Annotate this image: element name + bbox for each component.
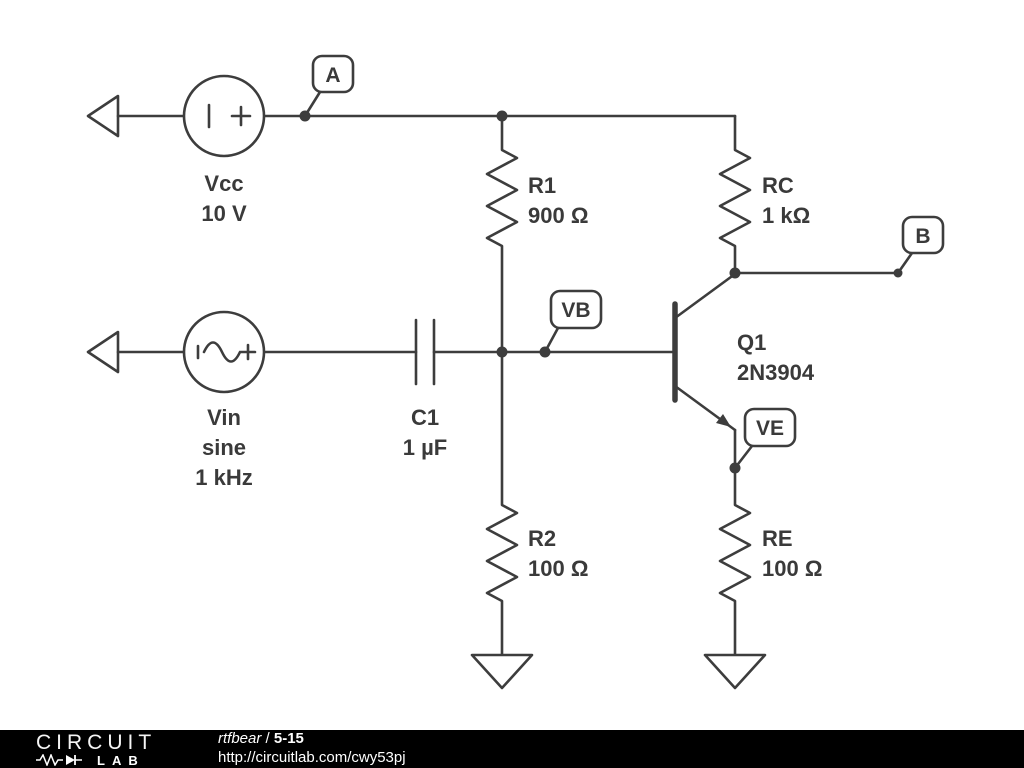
node-label-vb: VB: [549, 289, 603, 330]
input-port-icon: [86, 330, 120, 374]
logo-wire-diode-icon: [36, 754, 82, 766]
c1-name-label: C1: [411, 405, 439, 430]
schematic-canvas: A B VB VE Vcc 10 V Vin sine 1 kHz C1 1 µ…: [86, 54, 945, 690]
footer-separator: /: [261, 730, 274, 748]
vcc-source: [182, 74, 266, 158]
footer-url-link[interactable]: http://circuitlab.com/cwy53pj: [218, 749, 406, 766]
rc-name-label: RC: [762, 173, 794, 198]
q1-name-label: Q1: [737, 330, 766, 355]
footer-author-title: rtfbear / 5-15: [218, 730, 406, 749]
vin-source: [182, 310, 266, 394]
node-connector: [303, 90, 322, 118]
node-label-vb-text: VB: [561, 299, 590, 322]
vin-value-label: 1 kHz: [195, 465, 252, 490]
input-port-icon: [86, 94, 120, 138]
capacitor-c1: [414, 318, 436, 386]
footer-title: 5-15: [273, 730, 304, 748]
r2-value-label: 100 Ω: [528, 556, 588, 581]
junction-dot: [496, 346, 508, 358]
node-label-a: A: [311, 54, 355, 94]
node-label-ve: VE: [743, 407, 797, 448]
circuit-svg: A B VB VE Vcc 10 V Vin sine 1 kHz C1 1 µ…: [86, 54, 945, 690]
node-label-a-text: A: [325, 64, 340, 87]
r1-name-label: R1: [528, 173, 556, 198]
footer-bar: CIRCUIT LAB rtfbear / 5-15 http://circui…: [0, 730, 1024, 768]
emitter-arrow-icon: [716, 414, 731, 427]
transistor-q1: [672, 272, 737, 432]
ground-icon: [470, 653, 534, 690]
q1-value-label: 2N3904: [737, 360, 815, 385]
c1-value-label: 1 µF: [403, 435, 447, 460]
node-connector: [543, 326, 560, 354]
node-connector: [733, 444, 754, 470]
r1-value-label: 900 Ω: [528, 203, 588, 228]
node-label-b-text: B: [915, 225, 930, 248]
resistor-re: [718, 428, 752, 657]
r2-name-label: R2: [528, 526, 556, 551]
re-value-label: 100 Ω: [762, 556, 822, 581]
footer-author: rtfbear: [218, 730, 262, 748]
node-label-b: B: [901, 215, 945, 255]
logo-circuit-text: CIRCUIT: [36, 730, 157, 754]
footer-meta: rtfbear / 5-15 http://circuitlab.com/cwy…: [218, 730, 406, 768]
vcc-value-label: 10 V: [201, 201, 247, 226]
junction-dot: [496, 110, 508, 122]
circuitlab-logo: CIRCUIT LAB: [0, 732, 218, 767]
node-label-ve-text: VE: [756, 417, 784, 440]
vin-value-label: sine: [202, 435, 246, 460]
ground-icon: [703, 653, 767, 690]
junction-dot: [729, 267, 741, 279]
resistor-r1: [485, 114, 519, 354]
re-name-label: RE: [762, 526, 793, 551]
resistor-rc: [718, 114, 752, 275]
resistor-r2: [485, 350, 519, 657]
node-connector: [896, 251, 914, 275]
vcc-name-label: Vcc: [204, 171, 243, 196]
logo-lab-text: LAB: [97, 752, 145, 768]
vin-name-label: Vin: [207, 405, 241, 430]
rc-value-label: 1 kΩ: [762, 203, 810, 228]
